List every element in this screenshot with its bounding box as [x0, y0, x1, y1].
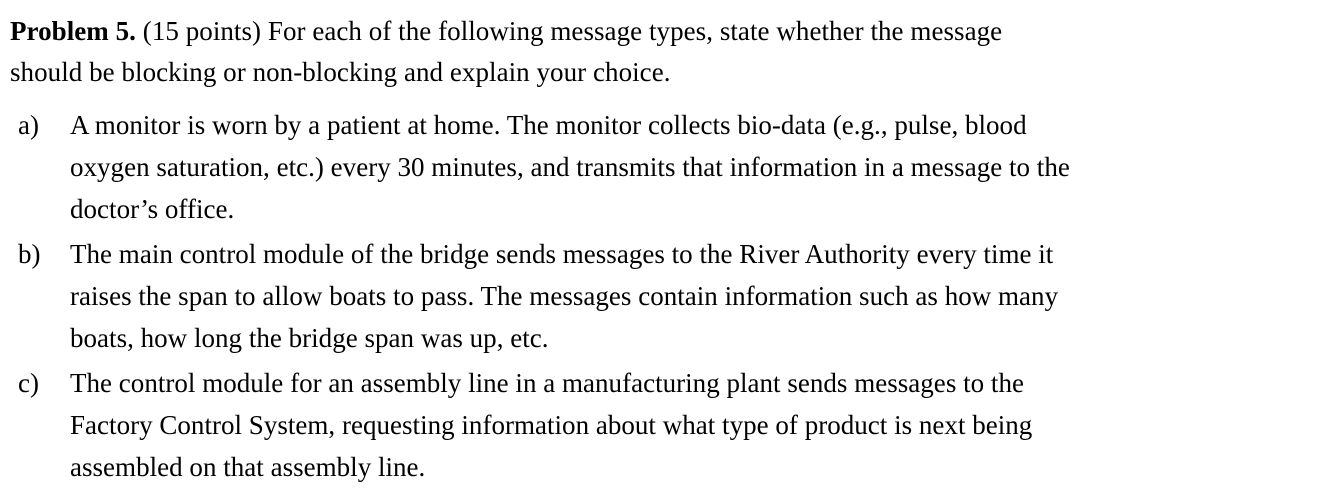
intro-line-1-text: (15 points) For each of the following me… — [135, 16, 1003, 46]
list-item-c-line-3: assembled on that assembly line. — [70, 452, 426, 482]
list-item-a-line-2: oxygen saturation, etc.) every 30 minute… — [70, 152, 1070, 182]
intro-line-1: Problem 5. (15 points) For each of the f… — [10, 11, 1315, 52]
list-item-b: b) The main control module of the bridge… — [10, 233, 1325, 359]
problem-label: Problem 5. — [10, 16, 136, 46]
list-item-a-line-3: doctor’s office. — [70, 194, 235, 224]
list-item-b-line-2: raises the span to allow boats to pass. … — [70, 281, 1059, 311]
list-marker-b: b) — [18, 239, 41, 269]
list-item-c-line-2: Factory Control System, requesting infor… — [70, 410, 1033, 440]
question-list: a) A monitor is worn by a patient at hom… — [10, 104, 1325, 488]
list-marker-a: a) — [18, 110, 39, 140]
problem-intro-paragraph: Problem 5. (15 points) For each of the f… — [10, 11, 1315, 93]
list-item-c: c) The control module for an assembly li… — [10, 362, 1325, 488]
list-item-a-line-1: A monitor is worn by a patient at home. … — [70, 110, 1027, 140]
list-item-b-line-1: The main control module of the bridge se… — [70, 239, 1054, 269]
list-item-a-body: A monitor is worn by a patient at home. … — [70, 104, 1325, 230]
list-marker-c: c) — [18, 368, 39, 398]
list-item-b-body: The main control module of the bridge se… — [70, 233, 1325, 359]
list-item-c-line-1: The control module for an assembly line … — [70, 368, 1024, 398]
list-item-c-body: The control module for an assembly line … — [70, 362, 1325, 488]
list-item-b-line-3: boats, how long the bridge span was up, … — [70, 323, 549, 353]
intro-line-2: should be blocking or non-blocking and e… — [10, 57, 671, 87]
list-item-a: a) A monitor is worn by a patient at hom… — [10, 104, 1325, 230]
